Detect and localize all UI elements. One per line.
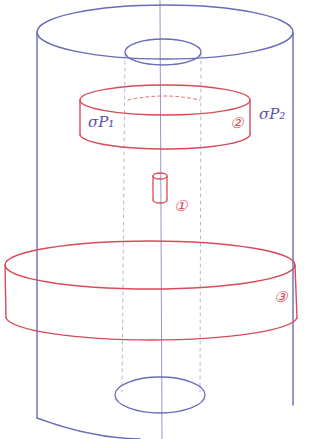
stress-label: σP₂ — [257, 106, 287, 123]
callout-number: ① — [172, 198, 189, 215]
stress-label: σP₁ — [86, 114, 116, 131]
ring-element-3 — [5, 241, 297, 340]
core-element-1 — [153, 173, 167, 203]
callout-number: ③ — [272, 289, 289, 306]
callout-number: ② — [228, 115, 245, 132]
axis-line — [160, 0, 162, 439]
outer-cylinder — [37, 5, 293, 439]
inner-bore — [115, 39, 205, 413]
ring-element-2 — [80, 85, 250, 149]
